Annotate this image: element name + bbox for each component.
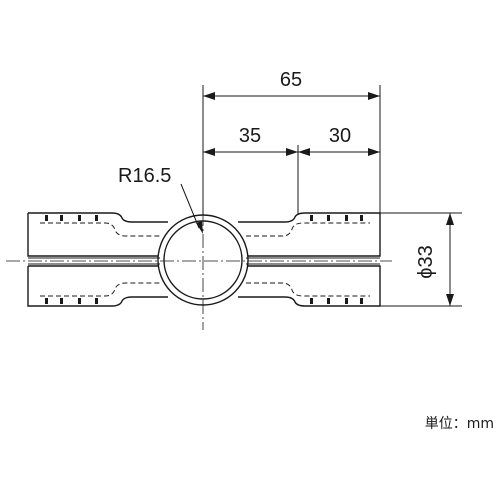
cross-ring-inner (163, 220, 243, 300)
pipe-body (27, 212, 381, 307)
right-top-hidden (246, 222, 370, 237)
dimension-35-30: 35 30 (203, 125, 380, 215)
left-bottom-hidden (40, 282, 160, 297)
outer-length-label: 30 (329, 125, 351, 147)
radius-label: R16.5 (118, 165, 171, 187)
right-top-edge (238, 212, 381, 257)
arrow-30-right (368, 148, 380, 156)
center-lines (6, 190, 392, 330)
dimension-radius: R16.5 (118, 165, 203, 234)
radius-leader (180, 183, 200, 229)
left-top-tube-outline (27, 213, 158, 257)
left-bottom-edge (27, 266, 168, 307)
left-top-hidden (40, 222, 160, 237)
arrow-35-left (203, 148, 215, 156)
diameter-label: ϕ33 (415, 245, 437, 278)
arrow-65-right (368, 92, 380, 100)
arrow-35-right (286, 148, 298, 156)
arrow-diameter-bottom (446, 294, 454, 306)
right-bottom-hidden (246, 282, 370, 297)
arrow-diameter-top (446, 213, 454, 225)
overall-length-label: 65 (280, 69, 302, 91)
arrow-30-left (298, 148, 310, 156)
left-top-edge (28, 212, 168, 223)
unit-label: 単位：mm (425, 416, 494, 432)
slots (45, 215, 363, 304)
inner-length-label: 35 (239, 125, 261, 147)
dimension-diameter: ϕ33 (380, 212, 462, 307)
dimension-65: 65 (202, 69, 381, 215)
right-bottom-edge (238, 265, 381, 307)
radius-arrow (196, 221, 203, 234)
arrow-65-left (203, 92, 215, 100)
